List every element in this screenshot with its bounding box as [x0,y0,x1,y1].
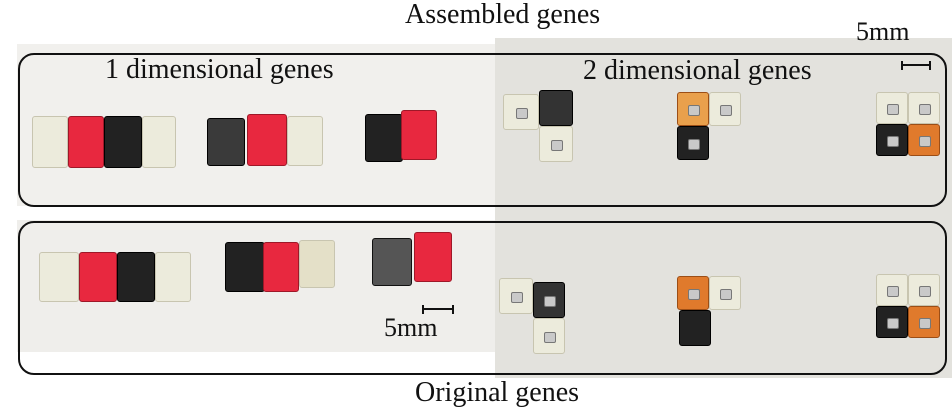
gene-block-white [709,276,741,310]
gene-block-black [207,118,245,166]
one-dimensional-label: 1 dimensional genes [105,54,334,85]
two-dimensional-label: 2 dimensional genes [583,55,812,86]
gene-block-black [104,116,142,168]
gene-block-black [365,114,403,162]
gene-block-red [263,242,299,292]
gene-block-orange [677,276,709,310]
gene-block-white [533,318,565,354]
gene-block-black [677,126,709,160]
original-genes-frame [18,221,947,375]
gene-block-white [503,94,539,130]
gene-block-black [539,90,573,126]
gene-block-white [39,252,79,302]
gene-block-black [876,124,908,156]
gene-block-black [117,252,155,302]
gene-block-red [401,110,437,160]
gene-block-white [876,92,908,124]
gene-block-white [499,278,533,314]
gene-block-orange [908,124,940,156]
assembled-genes-title: Assembled genes [405,0,601,30]
gene-block-white [539,126,573,162]
gene-block-white [299,240,335,288]
gene-block-red [68,116,104,168]
original-genes-title: Original genes [415,377,580,408]
gene-block-white [908,92,940,124]
scale-label-bottom: 5mm [384,313,438,342]
gene-block-black [876,306,908,338]
gene-block-orange [908,306,940,338]
gene-block-white [287,116,323,166]
gene-block-black [679,310,711,346]
gene-block-white [32,116,68,168]
gene-block-red [247,114,287,166]
assembled-genes-frame [18,53,947,207]
gene-block-white [876,274,908,306]
scale-bar-top [901,61,931,70]
gene-block-orange [677,92,709,126]
gene-block-white [709,92,741,126]
scale-bar-bottom [422,305,454,314]
gene-block-black [372,238,412,286]
gene-block-red [414,232,452,282]
scale-label-top: 5mm [856,17,910,46]
gene-block-black [533,282,565,318]
photo-1d-original [17,220,495,352]
photo-2d-genes [495,38,952,378]
gene-block-white [142,116,176,168]
gene-block-white [155,252,191,302]
gene-block-red [79,252,117,302]
gene-block-white [908,274,940,306]
gene-block-black [225,242,265,292]
photo-1d-assembled [17,44,495,206]
